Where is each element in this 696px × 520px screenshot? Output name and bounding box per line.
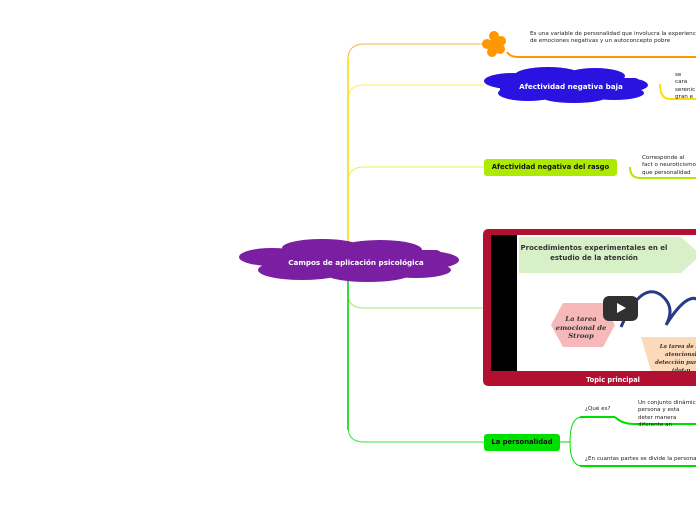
connector-top <box>347 43 485 250</box>
video-letterbox <box>491 235 517 371</box>
stroop-hexagon <box>551 303 615 347</box>
afectividad-rasgo-node[interactable] <box>484 159 617 176</box>
central-topic-label: Campos de aplicación psicológica <box>288 258 424 267</box>
afectividad-baja-cloud[interactable] <box>484 67 648 103</box>
video-thumbnail[interactable]: Procedimientos experimentales en el estu… <box>491 235 696 371</box>
afectividad-baja-label: Afectividad negativa baja <box>519 82 623 91</box>
video-topic[interactable]: Procedimientos experimentales en el estu… <box>483 229 696 386</box>
video-slide-graphics <box>519 237 696 371</box>
rasgo-desc-underline <box>629 166 696 179</box>
top-desc-underline <box>506 51 696 58</box>
personalidad-q2: ¿En cuantas partes se divide la personal <box>585 456 696 462</box>
personalidad-node[interactable] <box>484 434 560 451</box>
play-icon[interactable] <box>603 296 638 321</box>
personalidad-label: La personalidad <box>491 438 553 446</box>
flower-icon <box>482 31 506 57</box>
baja-desc-underline <box>659 83 696 100</box>
video-stroop-text: La tarea emocional de Stroop <box>555 315 607 341</box>
personalidad-q1: ¿Qué es? <box>585 406 611 412</box>
right-task-shape <box>641 337 696 371</box>
video-right-text: La tarea de so atencional detección punt… <box>655 344 696 371</box>
video-caption: Topic principal <box>586 376 640 384</box>
slide-title-banner <box>519 237 696 273</box>
afectividad-rasgo-label: Afectividad negativa del rasgo <box>491 163 610 171</box>
connector-rasgo <box>347 166 485 250</box>
video-slide-title: Procedimientos experimentales en el estu… <box>520 244 668 262</box>
top-description: Es una variable de personalidad que invo… <box>530 31 696 45</box>
personalidad-connector-q1 <box>560 416 615 443</box>
q1-desc-underline <box>614 416 696 425</box>
connector-personalidad <box>347 276 485 443</box>
afectividad-rasgo-description: Corresponde al fact o neuroticismo que p… <box>642 155 696 176</box>
afectividad-baja-description: se cara serenic gran e <box>675 72 696 101</box>
personalidad-q1-description: Un conjunto dinámic persona y esta deter… <box>638 400 696 429</box>
slide-arrow-swirl <box>619 290 696 328</box>
central-topic-cloud[interactable] <box>239 239 459 282</box>
